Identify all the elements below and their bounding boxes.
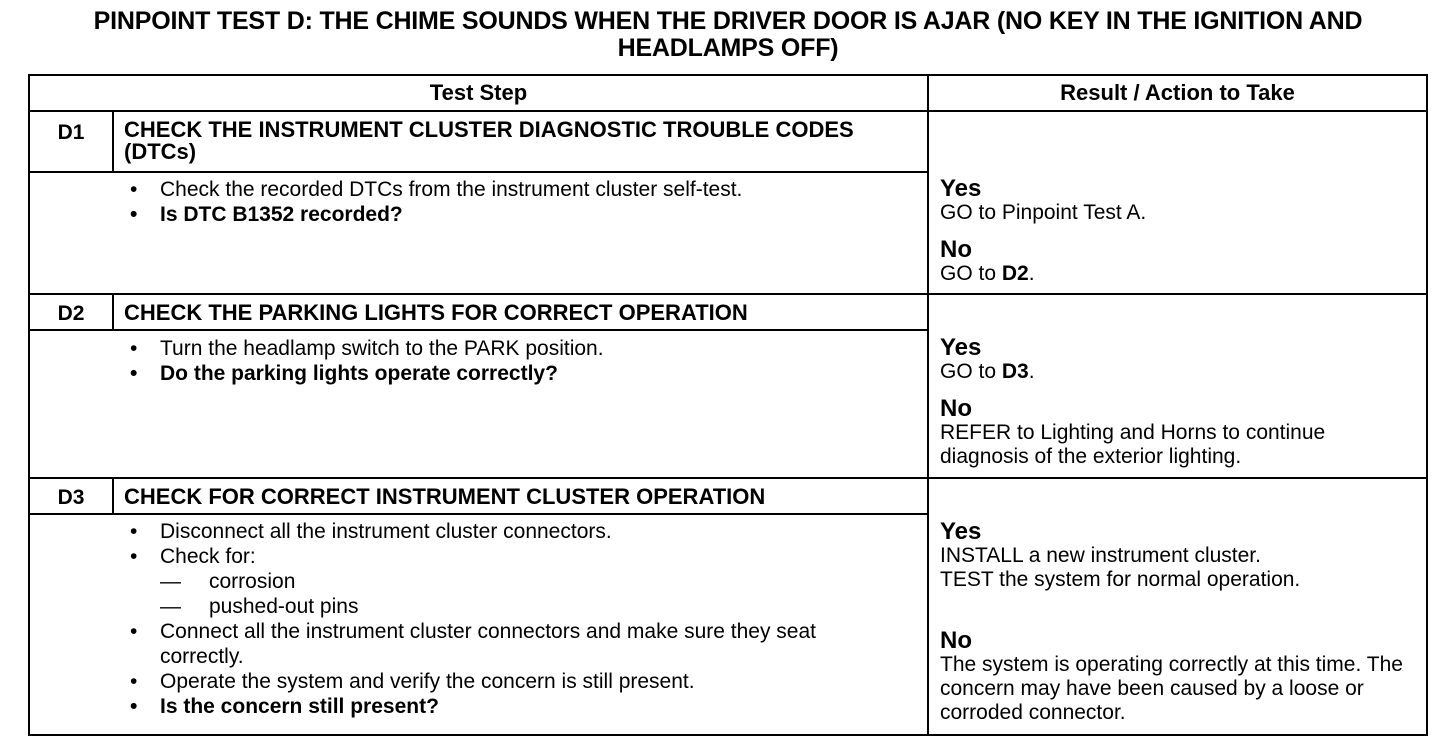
step-heading-d3: CHECK FOR CORRECT INSTRUMENT CLUSTER OPE… [124, 484, 766, 509]
step-body-d3: Disconnect all the instrument cluster co… [124, 519, 924, 719]
no-action: REFER to Lighting and Horns to continue … [940, 421, 1326, 468]
d3-heading-divider [30, 513, 927, 515]
list-item-question: Is DTC B1352 recorded? [124, 202, 924, 227]
page-title: PINPOINT TEST D: THE CHIME SOUNDS WHEN T… [93, 7, 1363, 62]
no-label: No [940, 627, 972, 654]
step-id-d1: D1 [57, 121, 85, 144]
pinpoint-test-table: Test Step Result / Action to Take D1 CHE… [28, 74, 1428, 736]
sub-list-item: pushed-out pins [124, 594, 924, 619]
list-item: Check for: [124, 544, 924, 569]
list-item-question: Is the concern still present? [124, 694, 924, 719]
list-item: Connect all the instrument cluster conne… [124, 619, 880, 669]
step-id-d2: D2 [57, 302, 85, 325]
sub-list-item: corrosion [124, 569, 924, 594]
id-divider-d3 [112, 478, 114, 515]
step-body-d1: Check the recorded DTCs from the instrum… [124, 177, 924, 227]
list-item: Disconnect all the instrument cluster co… [124, 519, 924, 544]
no-label: No [940, 236, 972, 263]
id-divider-d2 [112, 294, 114, 331]
step-heading-d2: CHECK THE PARKING LIGHTS FOR CORRECT OPE… [124, 300, 748, 325]
yes-action-line-1: INSTALL a new instrument cluster. [940, 544, 1261, 567]
yes-label: Yes [940, 175, 982, 202]
d1-d2-divider [30, 293, 1426, 295]
step-heading-d1: CHECK THE INSTRUMENT CLUSTER DIAGNOSTIC … [124, 117, 854, 164]
list-item: Operate the system and verify the concer… [124, 669, 924, 694]
list-item-question: Do the parking lights operate correctly? [124, 361, 924, 386]
result-d3: Yes INSTALL a new instrument cluster. TE… [940, 519, 1420, 725]
result-d1: Yes GO to Pinpoint Test A. No GO to D2. [940, 176, 1420, 286]
yes-action-prefix: GO to [940, 360, 1002, 383]
yes-action: GO to D3. [940, 360, 1420, 384]
column-divider [927, 76, 929, 734]
d1-heading-divider [30, 171, 927, 173]
step-body-d2: Turn the headlamp switch to the PARK pos… [124, 336, 924, 386]
no-action: The system is operating correctly at thi… [940, 653, 1403, 724]
yes-action-suffix: . [1028, 360, 1035, 383]
no-action: GO to D2. [940, 262, 1420, 286]
yes-action: GO to Pinpoint Test A. [940, 201, 1147, 224]
header-divider [30, 110, 1426, 112]
yes-action-line-2: TEST the system for normal operation. [940, 568, 1301, 591]
header-result: Result / Action to Take [1060, 80, 1295, 105]
list-item: Check the recorded DTCs from the instrum… [124, 177, 924, 202]
step-link-d3[interactable]: D3 [1001, 360, 1029, 383]
no-action-prefix: GO to [940, 262, 1002, 285]
list-item: Turn the headlamp switch to the PARK pos… [124, 336, 924, 361]
no-label: No [940, 395, 972, 422]
no-action-suffix: . [1028, 262, 1035, 285]
yes-label: Yes [940, 518, 982, 545]
step-link-d2[interactable]: D2 [1001, 262, 1029, 285]
id-divider-d1 [112, 111, 114, 173]
yes-label: Yes [940, 334, 982, 361]
header-test-step: Test Step [429, 80, 528, 105]
result-d2: Yes GO to D3. No REFER to Lighting and H… [940, 335, 1420, 469]
step-id-d3: D3 [57, 486, 85, 509]
d2-heading-divider [30, 329, 927, 331]
d2-d3-divider [30, 477, 1426, 479]
